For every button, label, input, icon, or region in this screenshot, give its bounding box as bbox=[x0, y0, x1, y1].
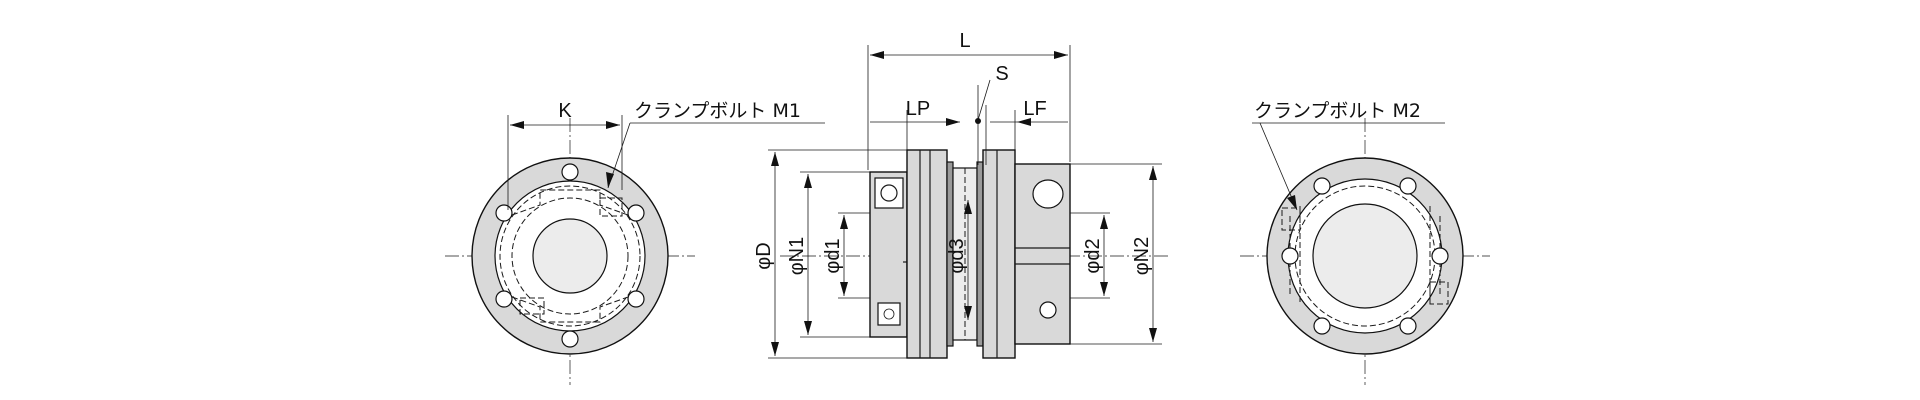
dim-k-label: K bbox=[558, 100, 572, 122]
dim-s-leader bbox=[977, 79, 991, 121]
left-end-view: K クランプボルト M1 bbox=[445, 100, 825, 385]
callout-m2-label: クランプボルト M2 bbox=[1254, 100, 1421, 122]
clamp-screw-hex-icon bbox=[880, 184, 898, 202]
right-bore bbox=[1312, 203, 1418, 309]
dim-l-label: L bbox=[959, 30, 970, 52]
side-view: L S LP LF φD φN1 bbox=[753, 30, 1170, 359]
left-bolt-circle bbox=[499, 185, 641, 327]
dim-s-label: S bbox=[995, 63, 1008, 85]
left-inner-hidden-circle bbox=[511, 197, 629, 315]
dim-d3-label: φd3 bbox=[946, 238, 968, 273]
right-flange bbox=[982, 149, 1016, 359]
left-flange bbox=[906, 149, 948, 359]
right-hidden-clamp-right bbox=[1429, 281, 1449, 305]
right-disc-pack bbox=[976, 161, 984, 347]
left-bore bbox=[532, 218, 608, 294]
dim-d1-label: φd1 bbox=[822, 238, 844, 273]
dim-lp-label: LP bbox=[906, 98, 930, 120]
dim-n2-label: φN2 bbox=[1131, 237, 1153, 276]
left-hidden-slot-bottom bbox=[511, 296, 629, 323]
right-lower-hole bbox=[1039, 301, 1057, 319]
right-end-view: クランプボルト M2 bbox=[1240, 100, 1490, 385]
dim-n1-label: φN1 bbox=[786, 237, 808, 276]
callout-m1-label: クランプボルト M1 bbox=[634, 100, 801, 122]
left-clamp-screw-head bbox=[874, 177, 904, 209]
right-bolt-holes bbox=[1281, 177, 1449, 335]
left-hidden-slot-top bbox=[511, 189, 629, 216]
left-hidden-clamp-top bbox=[599, 197, 623, 217]
right-upper-hole bbox=[1032, 179, 1064, 209]
left-bolt-holes bbox=[495, 163, 645, 348]
dim-d-label: φD bbox=[753, 242, 775, 269]
dim-d2-label: φd2 bbox=[1082, 238, 1104, 273]
callout-m2-leader bbox=[1259, 122, 1298, 211]
left-hidden-clamp-bottom bbox=[519, 297, 545, 315]
left-lower-screw bbox=[877, 302, 901, 326]
dim-lf-label: LF bbox=[1023, 98, 1046, 120]
right-hidden-clamp-left bbox=[1281, 207, 1301, 231]
